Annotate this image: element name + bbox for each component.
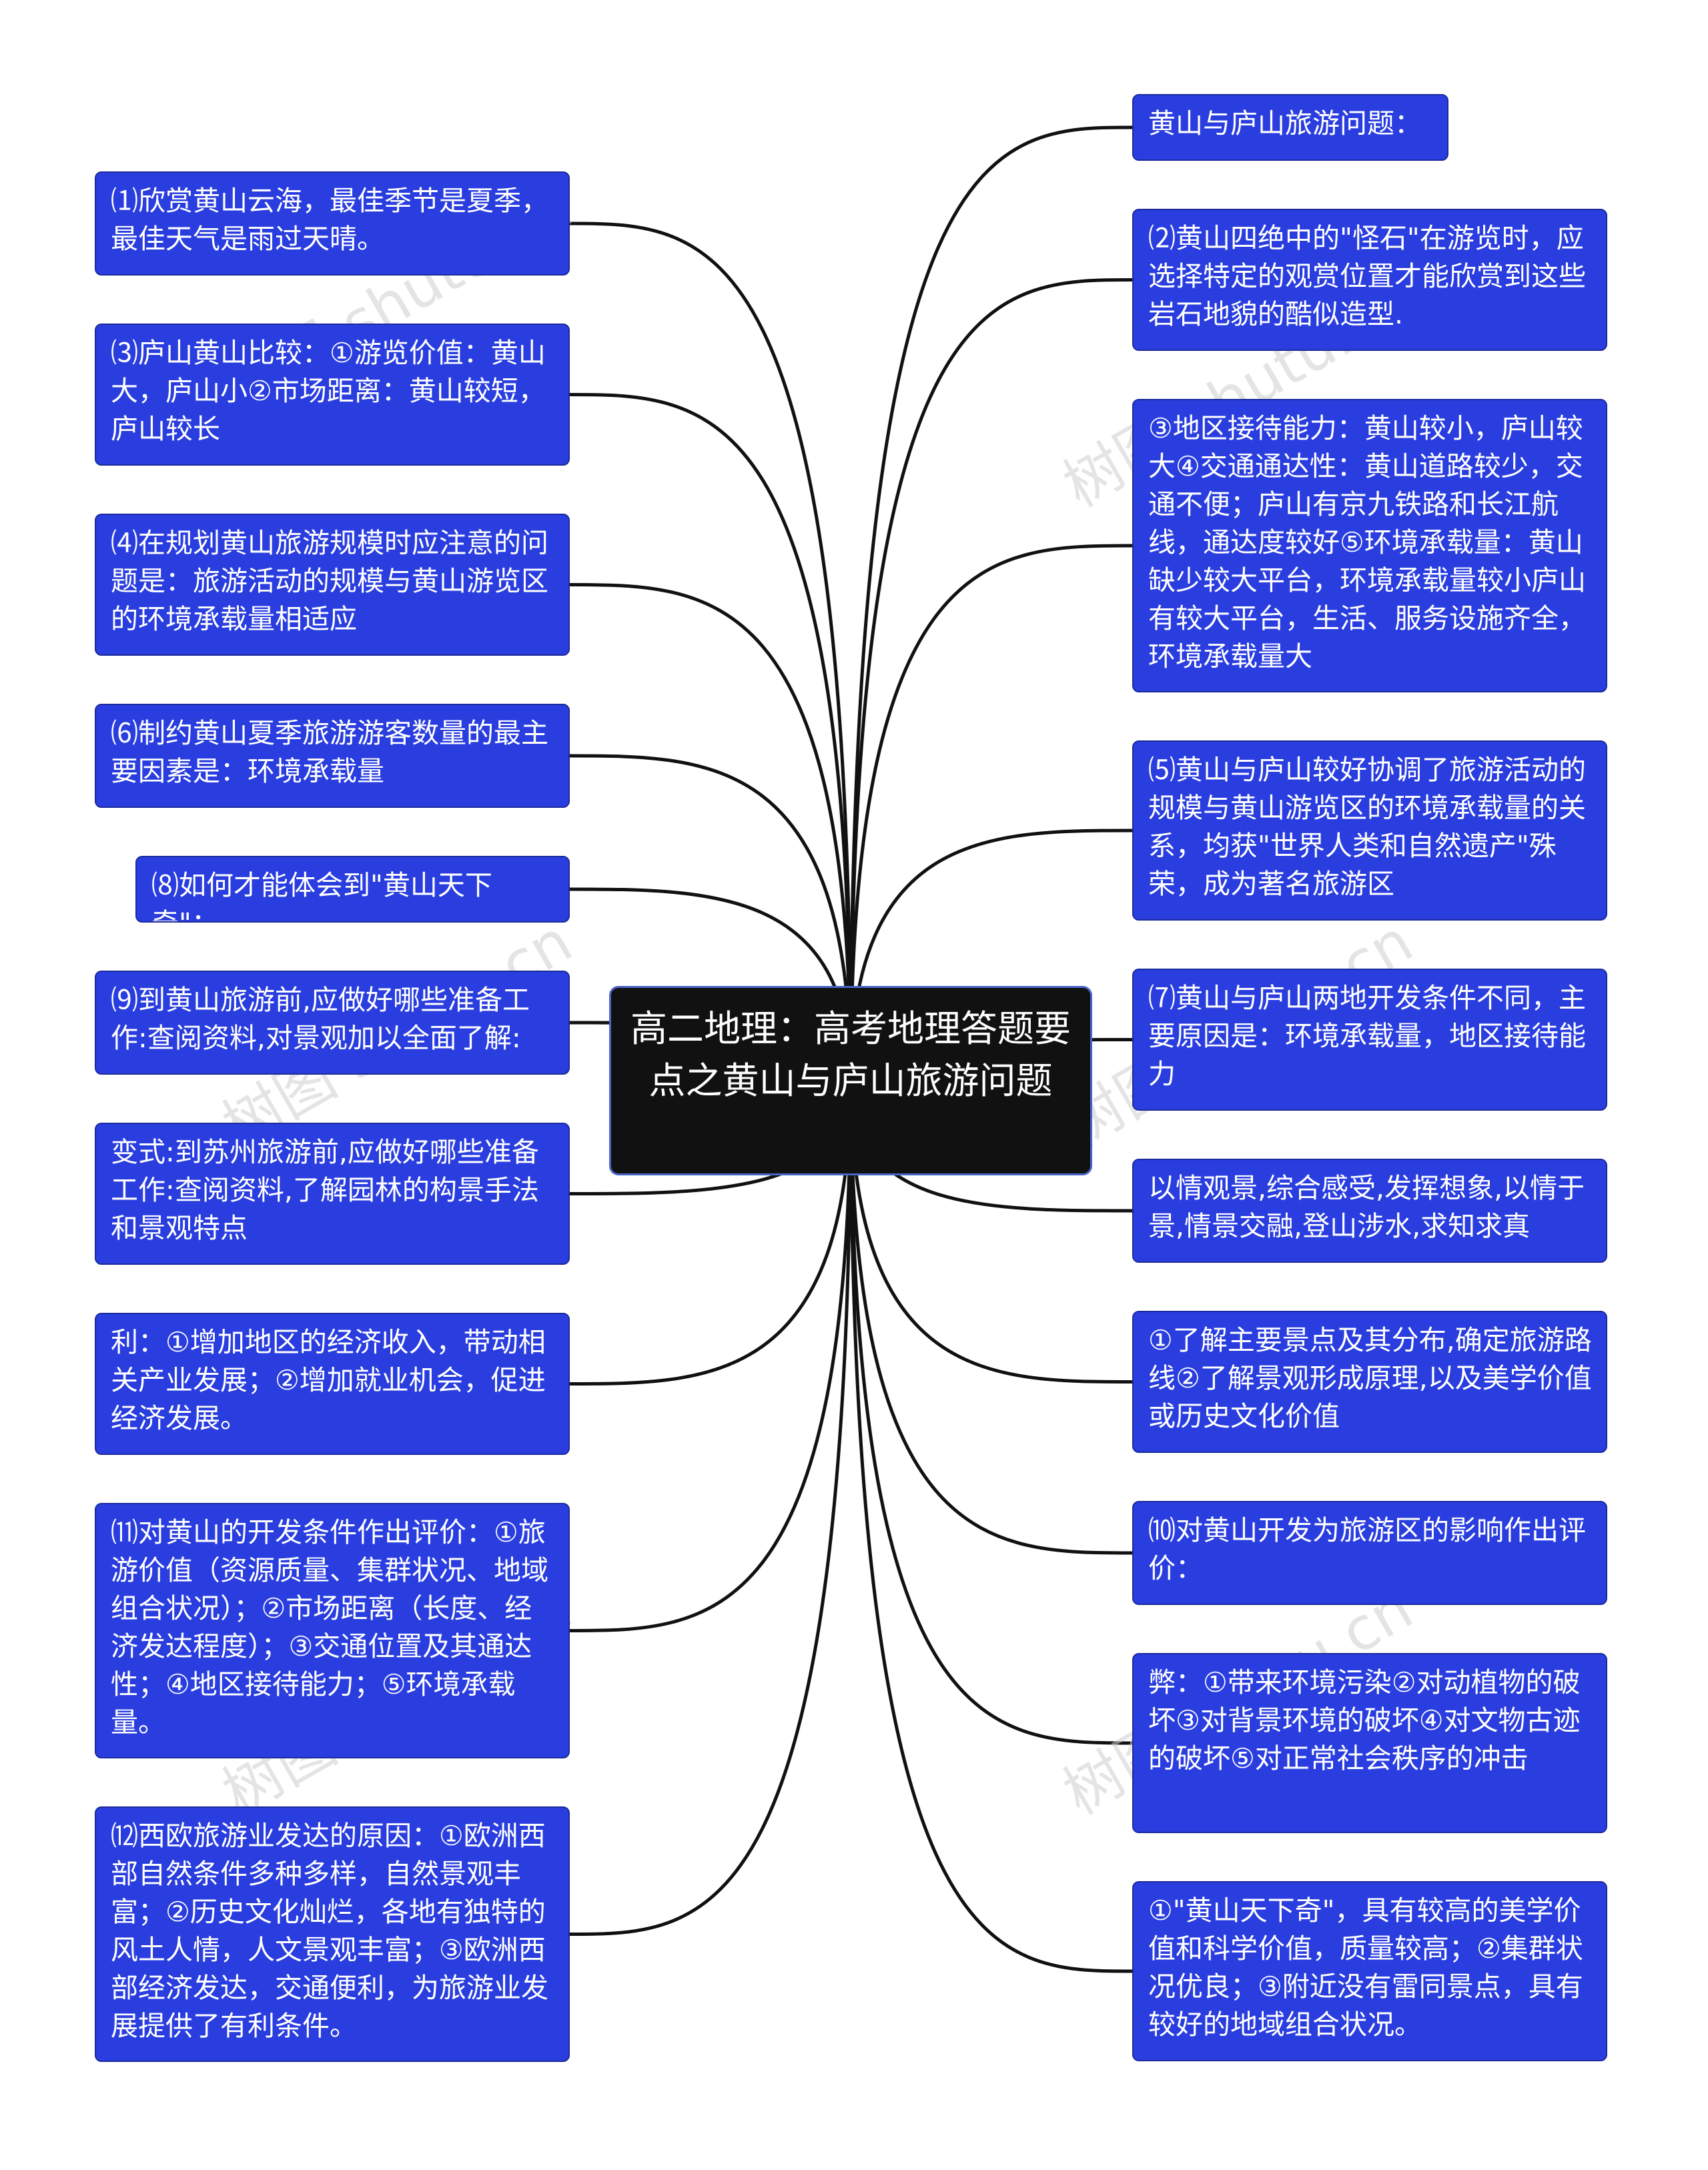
left-topic-6[interactable]: ⑼到黄山旅游前,应做好哪些准备工作:查阅资料,对景观加以全面了解: [95,971,570,1075]
connector-right-topic-1 [849,125,1133,1081]
right-topic-7[interactable]: ①了解主要景点及其分布,确定旅游路线②了解景观形成原理,以及美学价值或历史文化价… [1132,1311,1607,1453]
right-topic-9[interactable]: 弊：①带来环境污染②对动植物的破坏③对背景环境的破坏④对文物古迹的破坏⑤对正常社… [1132,1653,1607,1833]
right-topic-6[interactable]: 以情观景,综合感受,发挥想象,以情于景,情景交融,登山涉水,求知求真 [1132,1159,1607,1263]
connector-right-topic-3 [849,544,1133,1081]
connector-left-topic-3 [569,583,853,1081]
left-topic-2[interactable]: ⑶庐山黄山比较：①游览价值：黄山大，庐山小②市场距离：黄山较短，庐山较长 [95,324,570,466]
connector-left-topic-1 [569,221,853,1081]
connector-right-topic-7 [849,1080,1133,1384]
left-topic-5[interactable]: ⑻如何才能体会到"黄山天下奇"： [135,856,570,923]
connector-right-topic-10 [849,1080,1133,1973]
right-topic-5[interactable]: ⑺黄山与庐山两地开发条件不同，主要原因是：环境承载量，地区接待能力 [1132,969,1607,1111]
left-topic-8[interactable]: 利：①增加地区的经济收入，带动相关产业发展；②增加就业机会，促进经济发展。 [95,1313,570,1455]
left-topic-4[interactable]: ⑹制约黄山夏季旅游游客数量的最主要因素是：环境承载量 [95,704,570,808]
connector-left-topic-4 [569,754,853,1081]
right-topic-2[interactable]: ⑵黄山四绝中的"怪石"在游览时，应选择特定的观赏位置才能欣赏到这些岩石地貌的酷似… [1132,209,1607,351]
left-topic-10[interactable]: ⑿西欧旅游业发达的原因：①欧洲西部自然条件多种多样，自然景观丰富；②历史文化灿烂… [95,1806,570,2062]
connector-left-topic-10 [569,1080,853,1936]
connector-right-topic-8 [849,1080,1133,1555]
right-topic-4[interactable]: ⑸黄山与庐山较好协调了旅游活动的规模与黄山游览区的环境承载量的关系，均获"世界人… [1132,740,1607,921]
central-topic[interactable]: 高二地理：高考地理答题要点之黄山与庐山旅游问题 [609,986,1092,1175]
left-topic-7[interactable]: 变式:到苏州旅游前,应做好哪些准备工作:查阅资料,了解园林的构景手法和景观特点 [95,1123,570,1265]
left-topic-1[interactable]: ⑴欣赏黄山云海，最佳季节是夏季，最佳天气是雨过天晴。 [95,171,570,276]
right-topic-8[interactable]: ⑽对黄山开发为旅游区的影响作出评价： [1132,1501,1607,1605]
connector-left-topic-2 [569,393,853,1081]
left-topic-9[interactable]: ⑾对黄山的开发条件作出评价：①旅游价值（资源质量、集群状况、地域组合状况）；②市… [95,1503,570,1758]
right-topic-10[interactable]: ①"黄山天下奇"，具有较高的美学价值和科学价值，质量较高；②集群状况优良；③附近… [1132,1881,1607,2061]
connector-left-topic-9 [569,1080,853,1632]
right-topic-1[interactable]: 黄山与庐山旅游问题： [1132,94,1448,161]
connector-right-topic-9 [849,1080,1133,1745]
right-topic-3[interactable]: ③地区接待能力：黄山较小，庐山较大④交通通达性：黄山道路较少，交通不便；庐山有京… [1132,399,1607,692]
left-topic-3[interactable]: ⑷在规划黄山旅游规模时应注意的问题是：旅游活动的规模与黄山游览区的环境承载量相适… [95,514,570,656]
connector-right-topic-2 [849,278,1133,1081]
connector-left-topic-8 [569,1080,853,1386]
